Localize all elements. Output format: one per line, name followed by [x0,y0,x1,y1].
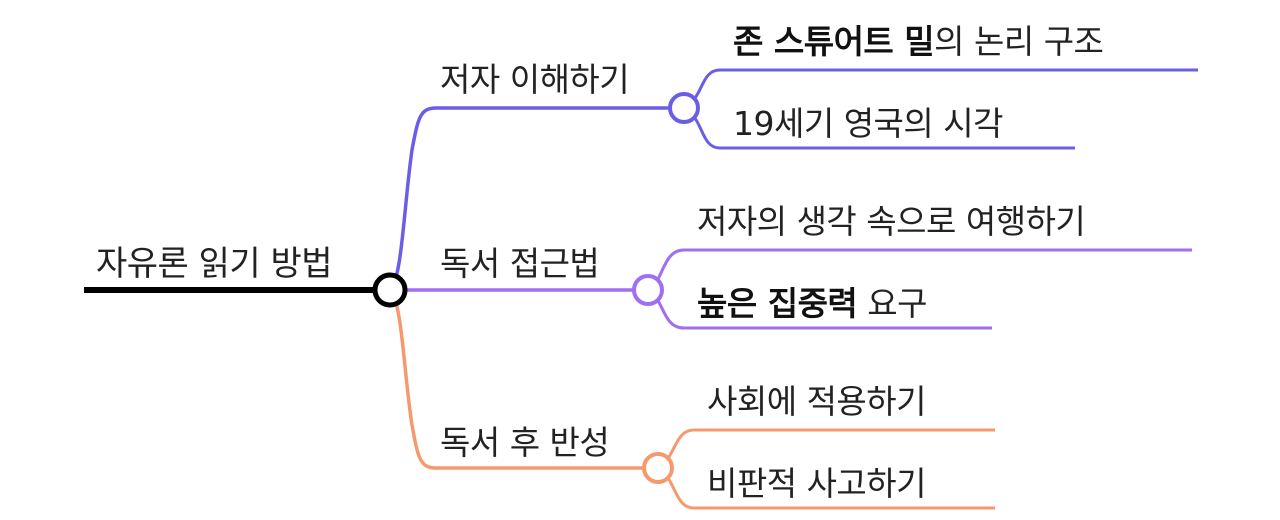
branch-3-node-circle [642,452,674,484]
branch-1-node-circle [668,92,700,124]
leaf-label-critical-thinking: 비판적 사고하기 [707,464,927,504]
leaf-label-apply-society: 사회에 적용하기 [707,382,927,422]
branch-3-link [388,288,658,470]
leaf-label-bold: 높은 집중력 [697,284,858,323]
leaf-label-text: 저자의 생각 속으로 여행하기 [697,202,1086,241]
root-label: 자유론 읽기 방법 [96,244,333,284]
root-node-circle [372,272,408,308]
leaf-label-journey: 저자의 생각 속으로 여행하기 [697,202,1086,242]
leaf-1-1-link [683,68,1198,110]
branch-label-approach: 독서 접근법 [440,244,600,283]
branch-label-author: 저자 이해하기 [440,60,630,99]
leaf-label-19c-england: 19세기 영국의 시각 [733,104,1004,144]
leaf-3-1-link [657,428,995,470]
leaf-label-text: 비판적 사고하기 [707,464,927,503]
branch-1-link [388,106,684,292]
leaf-label-text: 요구 [857,284,928,323]
leaf-label-text: 의 논리 구조 [934,22,1104,61]
leaf-label-bold: 존 스튜어트 밀 [733,22,935,61]
leaf-label-text: 19세기 영국의 시각 [733,104,1004,143]
branch-label-reflection: 독서 후 반성 [440,423,610,462]
branch-2-node-circle [632,274,664,306]
leaf-label-text: 사회에 적용하기 [707,382,927,421]
leaf-label-mill-logic: 존 스튜어트 밀의 논리 구조 [733,22,1104,62]
leaf-label-concentration: 높은 집중력 요구 [697,284,928,324]
